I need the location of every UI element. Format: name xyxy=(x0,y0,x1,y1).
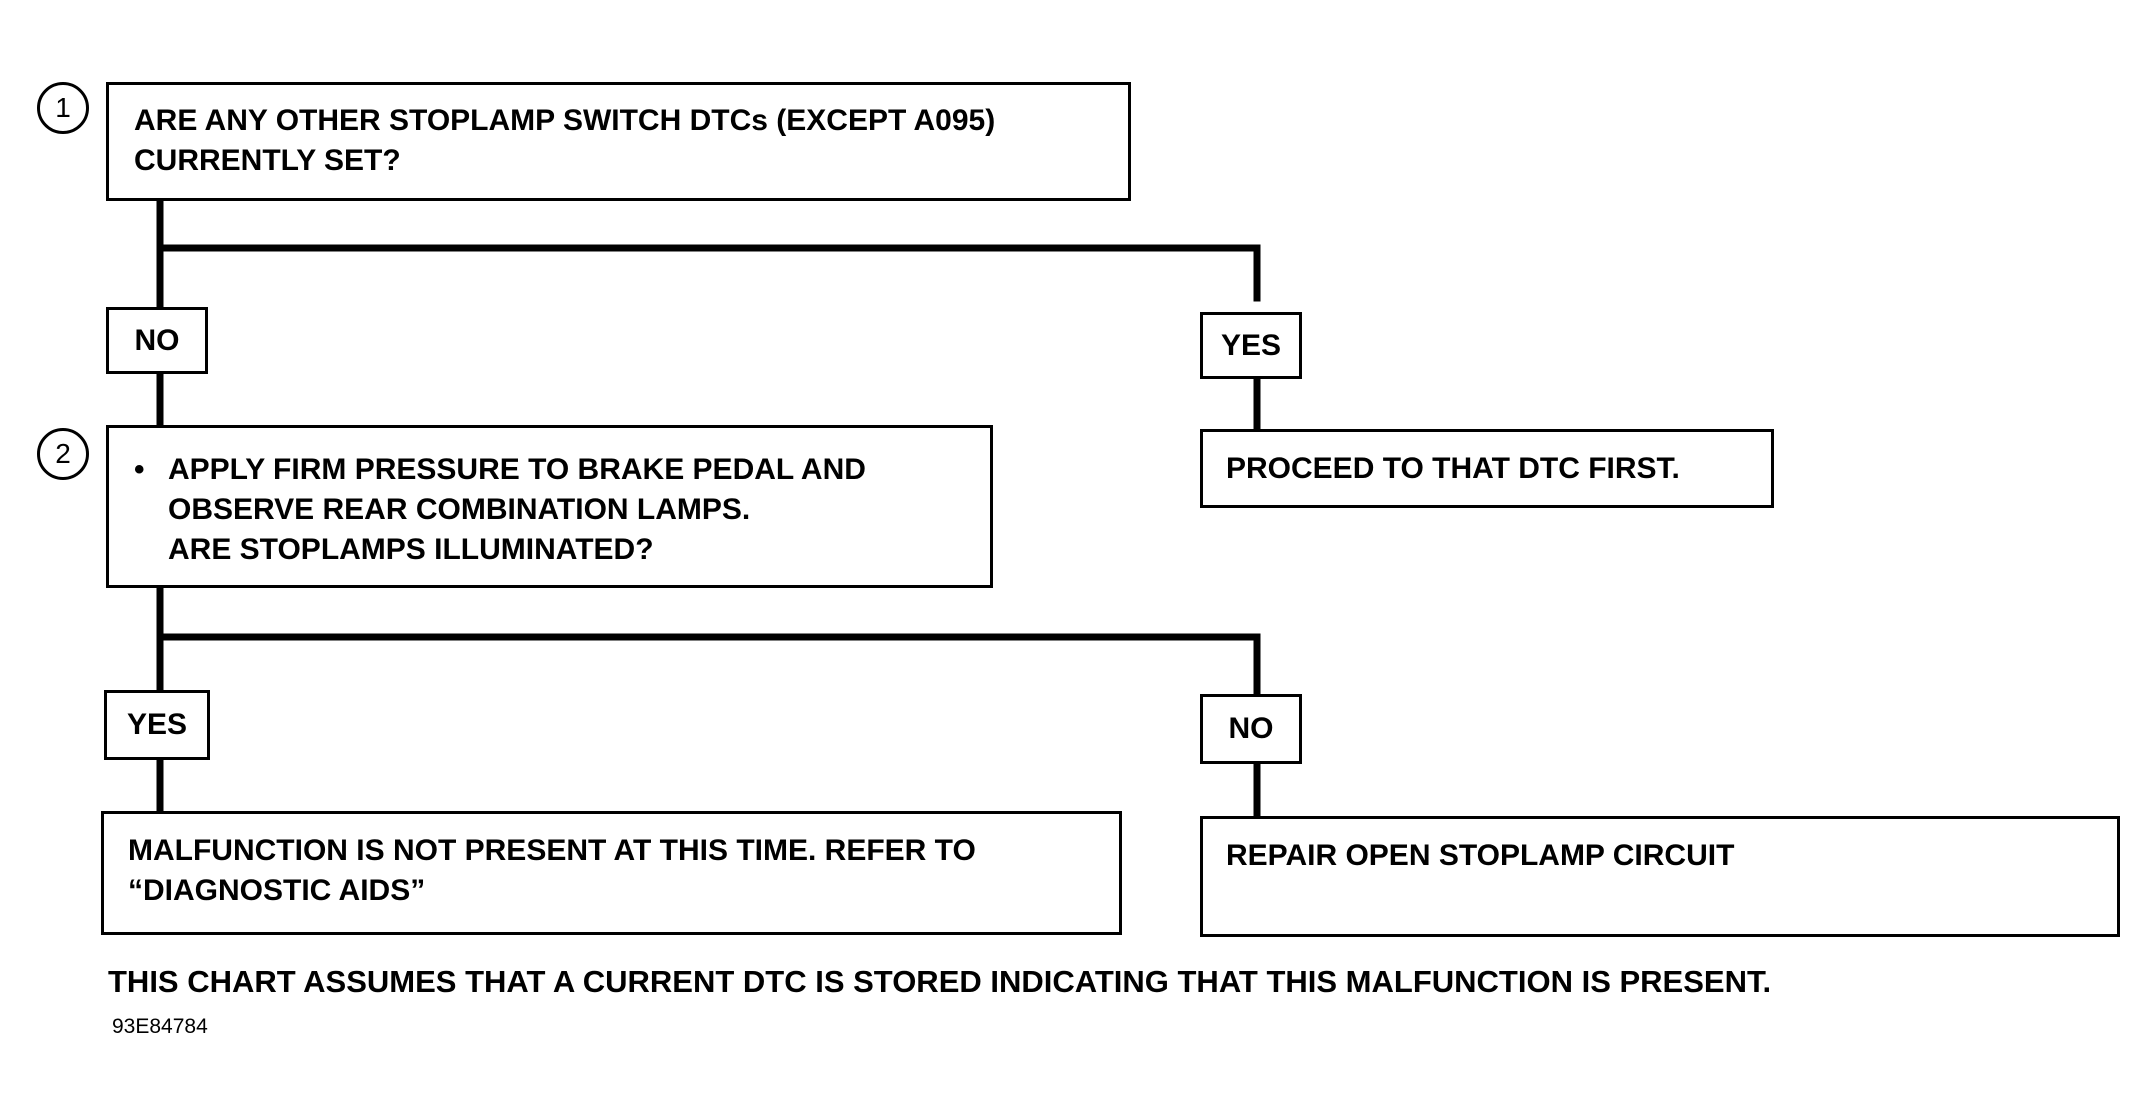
malfunction-result-line-2: “DIAGNOSTIC AIDS” xyxy=(128,874,426,907)
repair-result-box: REPAIR OPEN STOPLAMP CIRCUIT xyxy=(1200,816,2120,937)
step-1-no-text: NO xyxy=(134,323,180,357)
figure-code: 93E84784 xyxy=(112,1015,208,1038)
connector-step2-split xyxy=(156,583,1261,702)
step-2-question-line-2: OBSERVE REAR COMBINATION LAMPS. xyxy=(168,493,751,526)
chart-assumption-note: THIS CHART ASSUMES THAT A CURRENT DTC IS… xyxy=(108,964,1772,999)
step-2-question-line-3: ARE STOPLAMPS ILLUMINATED? xyxy=(168,533,654,566)
connector-step1-split xyxy=(156,196,1261,302)
step-2-question-line-1: APPLY FIRM PRESSURE TO BRAKE PEDAL AND xyxy=(168,453,866,486)
step-1-question-line-2: CURRENTLY SET? xyxy=(134,144,401,177)
step-1-no-label: NO xyxy=(106,307,208,374)
step-2-yes-text: YES xyxy=(126,708,188,741)
step-2-bullet: • xyxy=(134,453,145,486)
step-2-question-box: • APPLY FIRM PRESSURE TO BRAKE PEDAL AND… xyxy=(106,425,993,588)
repair-result-text: REPAIR OPEN STOPLAMP CIRCUIT xyxy=(1226,839,1735,872)
malfunction-result-line-1: MALFUNCTION IS NOT PRESENT AT THIS TIME.… xyxy=(128,834,976,867)
step-2-bullet-row: • APPLY FIRM PRESSURE TO BRAKE PEDAL AND xyxy=(134,450,990,490)
step-2-no-label: NO xyxy=(1200,694,1302,764)
step-2-number: 2 xyxy=(37,428,89,480)
step-1-question-line-1: ARE ANY OTHER STOPLAMP SWITCH DTCs (EXCE… xyxy=(134,104,996,137)
step-2-yes-label: YES xyxy=(104,690,210,760)
step-1-number-text: 1 xyxy=(55,92,71,123)
step-2-number-text: 2 xyxy=(55,438,71,469)
step-1-number: 1 xyxy=(37,82,89,134)
step-1-yes-label: YES xyxy=(1200,312,1302,379)
proceed-result-box: PROCEED TO THAT DTC FIRST. xyxy=(1200,429,1774,508)
malfunction-result-box: MALFUNCTION IS NOT PRESENT AT THIS TIME.… xyxy=(101,811,1122,935)
step-2-no-text: NO xyxy=(1228,712,1274,745)
step-1-yes-text: YES xyxy=(1220,328,1282,362)
step-1-question-box: ARE ANY OTHER STOPLAMP SWITCH DTCs (EXCE… xyxy=(106,82,1131,201)
proceed-result-text: PROCEED TO THAT DTC FIRST. xyxy=(1226,452,1680,485)
